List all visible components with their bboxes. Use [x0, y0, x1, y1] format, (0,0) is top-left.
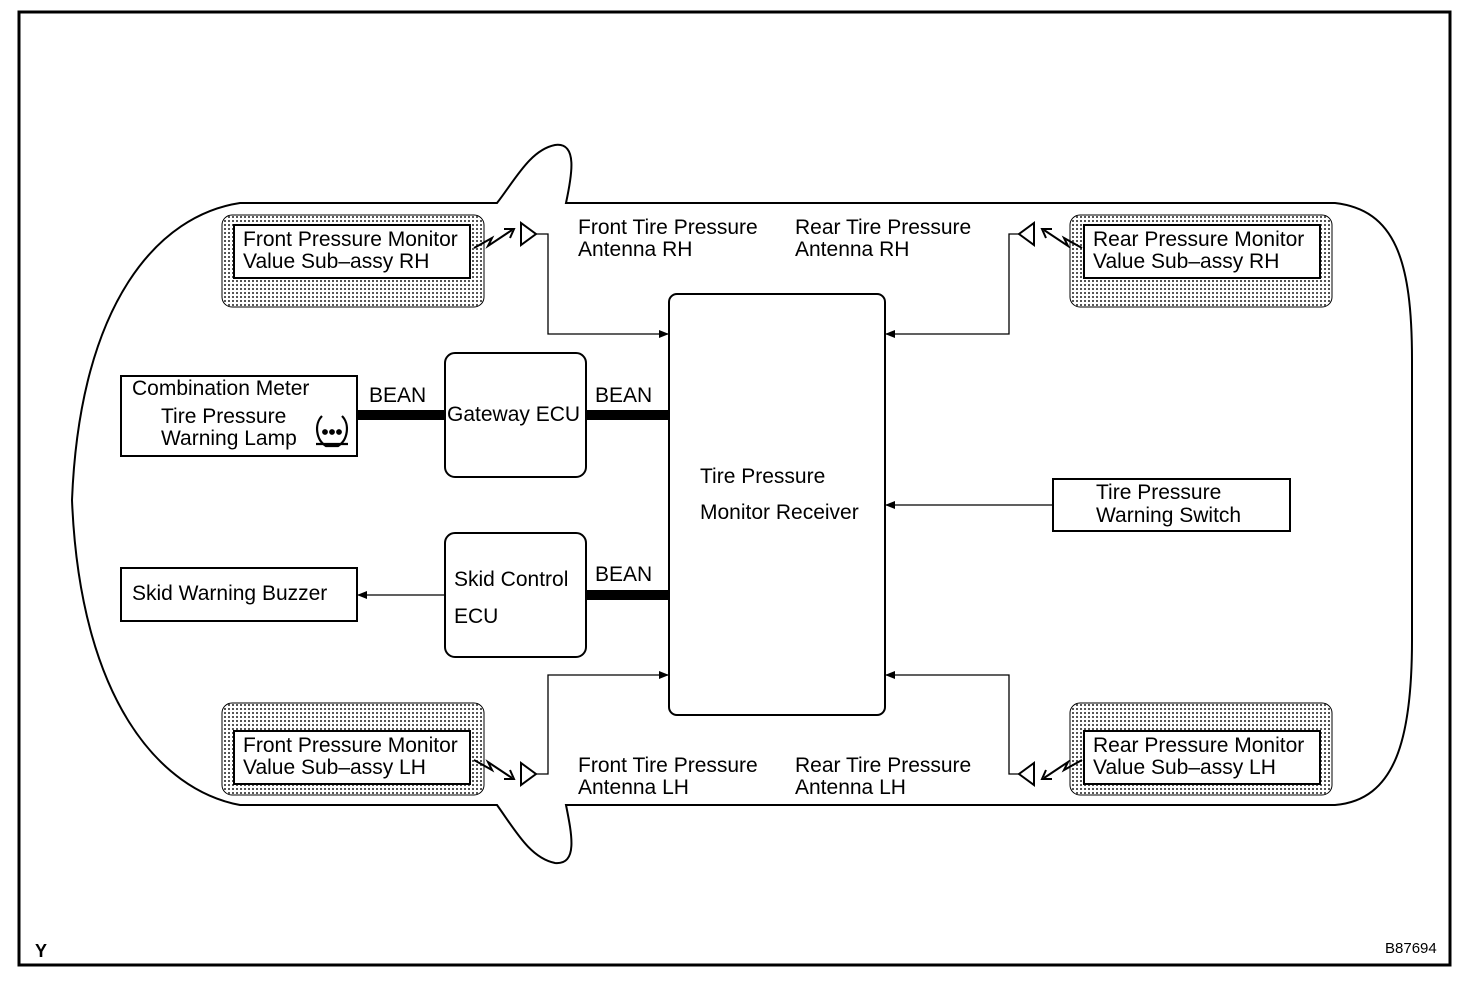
front-lh-radio-signal-icon — [473, 759, 516, 780]
gateway-ecu-label: Gateway ECU — [447, 403, 581, 426]
front-rh-radio-signal-icon — [473, 228, 516, 249]
bean-label-skid-receiver: BEAN — [595, 563, 653, 586]
combination-meter-title: Combination Meter — [132, 377, 310, 400]
rear-monitor-lh-label-1: Rear Pressure Monitor — [1093, 734, 1305, 757]
warning-switch-label-2: Warning Switch — [1096, 504, 1242, 527]
warning-switch-label-1: Tire Pressure — [1096, 481, 1222, 504]
skid-control-ecu-label-2: ECU — [454, 605, 499, 628]
figure-code: B87694 — [1385, 940, 1437, 957]
warning-lamp-label-2: Warning Lamp — [161, 427, 297, 450]
combination-meter-box — [120, 375, 358, 457]
rear-antenna-rh-label-1: Rear Tire Pressure — [795, 216, 972, 239]
bean-label-meter-gateway: BEAN — [369, 384, 427, 407]
front-rh-antenna-icon — [520, 221, 538, 247]
figure-frame — [17, 10, 1452, 967]
rear-monitor-rh-box — [1083, 224, 1321, 279]
rear-antenna-lh-label-1: Rear Tire Pressure — [795, 754, 972, 777]
rear-lh-radio-signal-icon — [1040, 759, 1083, 780]
corner-letter: Y — [35, 941, 48, 961]
rear-antenna-lh-label-2: Antenna LH — [795, 776, 906, 799]
receiver-label-1: Tire Pressure — [700, 465, 826, 488]
rear-monitor-rh-label-2: Value Sub–assy RH — [1093, 250, 1280, 273]
front-monitor-rh-label-1: Front Pressure Monitor — [243, 228, 458, 251]
skid-control-ecu-label-1: Skid Control — [454, 568, 569, 591]
front-monitor-lh-box — [233, 730, 471, 785]
front-lh-antenna-line — [536, 671, 669, 775]
front-antenna-rh-label-1: Front Tire Pressure — [578, 216, 758, 239]
rear-antenna-rh-label-2: Antenna RH — [795, 238, 910, 261]
vehicle-outline — [70, 143, 1413, 865]
front-monitor-lh-label-1: Front Pressure Monitor — [243, 734, 458, 757]
rear-lh-antenna-icon — [1017, 761, 1035, 787]
front-antenna-rh-label-2: Antenna RH — [578, 238, 693, 261]
front-monitor-rh-label-2: Value Sub–assy RH — [243, 250, 430, 273]
warning-lamp-label-1: Tire Pressure — [161, 405, 287, 428]
skid-control-ecu-box — [444, 532, 587, 658]
rear-rh-radio-signal-icon — [1040, 228, 1083, 249]
front-antenna-lh-label-2: Antenna LH — [578, 776, 689, 799]
skid-buzzer-label: Skid Warning Buzzer — [132, 582, 328, 605]
rear-monitor-lh-box — [1083, 730, 1321, 785]
rear-rh-antenna-icon — [1017, 221, 1035, 247]
front-lh-antenna-icon — [520, 761, 538, 787]
front-monitor-lh-label-2: Value Sub–assy LH — [243, 756, 426, 779]
skid-buzzer-box — [120, 567, 358, 622]
rear-monitor-rh-label-1: Rear Pressure Monitor — [1093, 228, 1305, 251]
front-antenna-lh-label-1: Front Tire Pressure — [578, 754, 758, 777]
front-rh-antenna-line — [536, 233, 669, 338]
tire-pressure-warning-icon — [316, 415, 348, 448]
receiver-label-2: Monitor Receiver — [700, 501, 859, 524]
front-monitor-rh-box — [233, 224, 471, 279]
bean-label-gateway-receiver: BEAN — [595, 384, 653, 407]
rear-monitor-lh-label-2: Value Sub–assy LH — [1093, 756, 1276, 779]
